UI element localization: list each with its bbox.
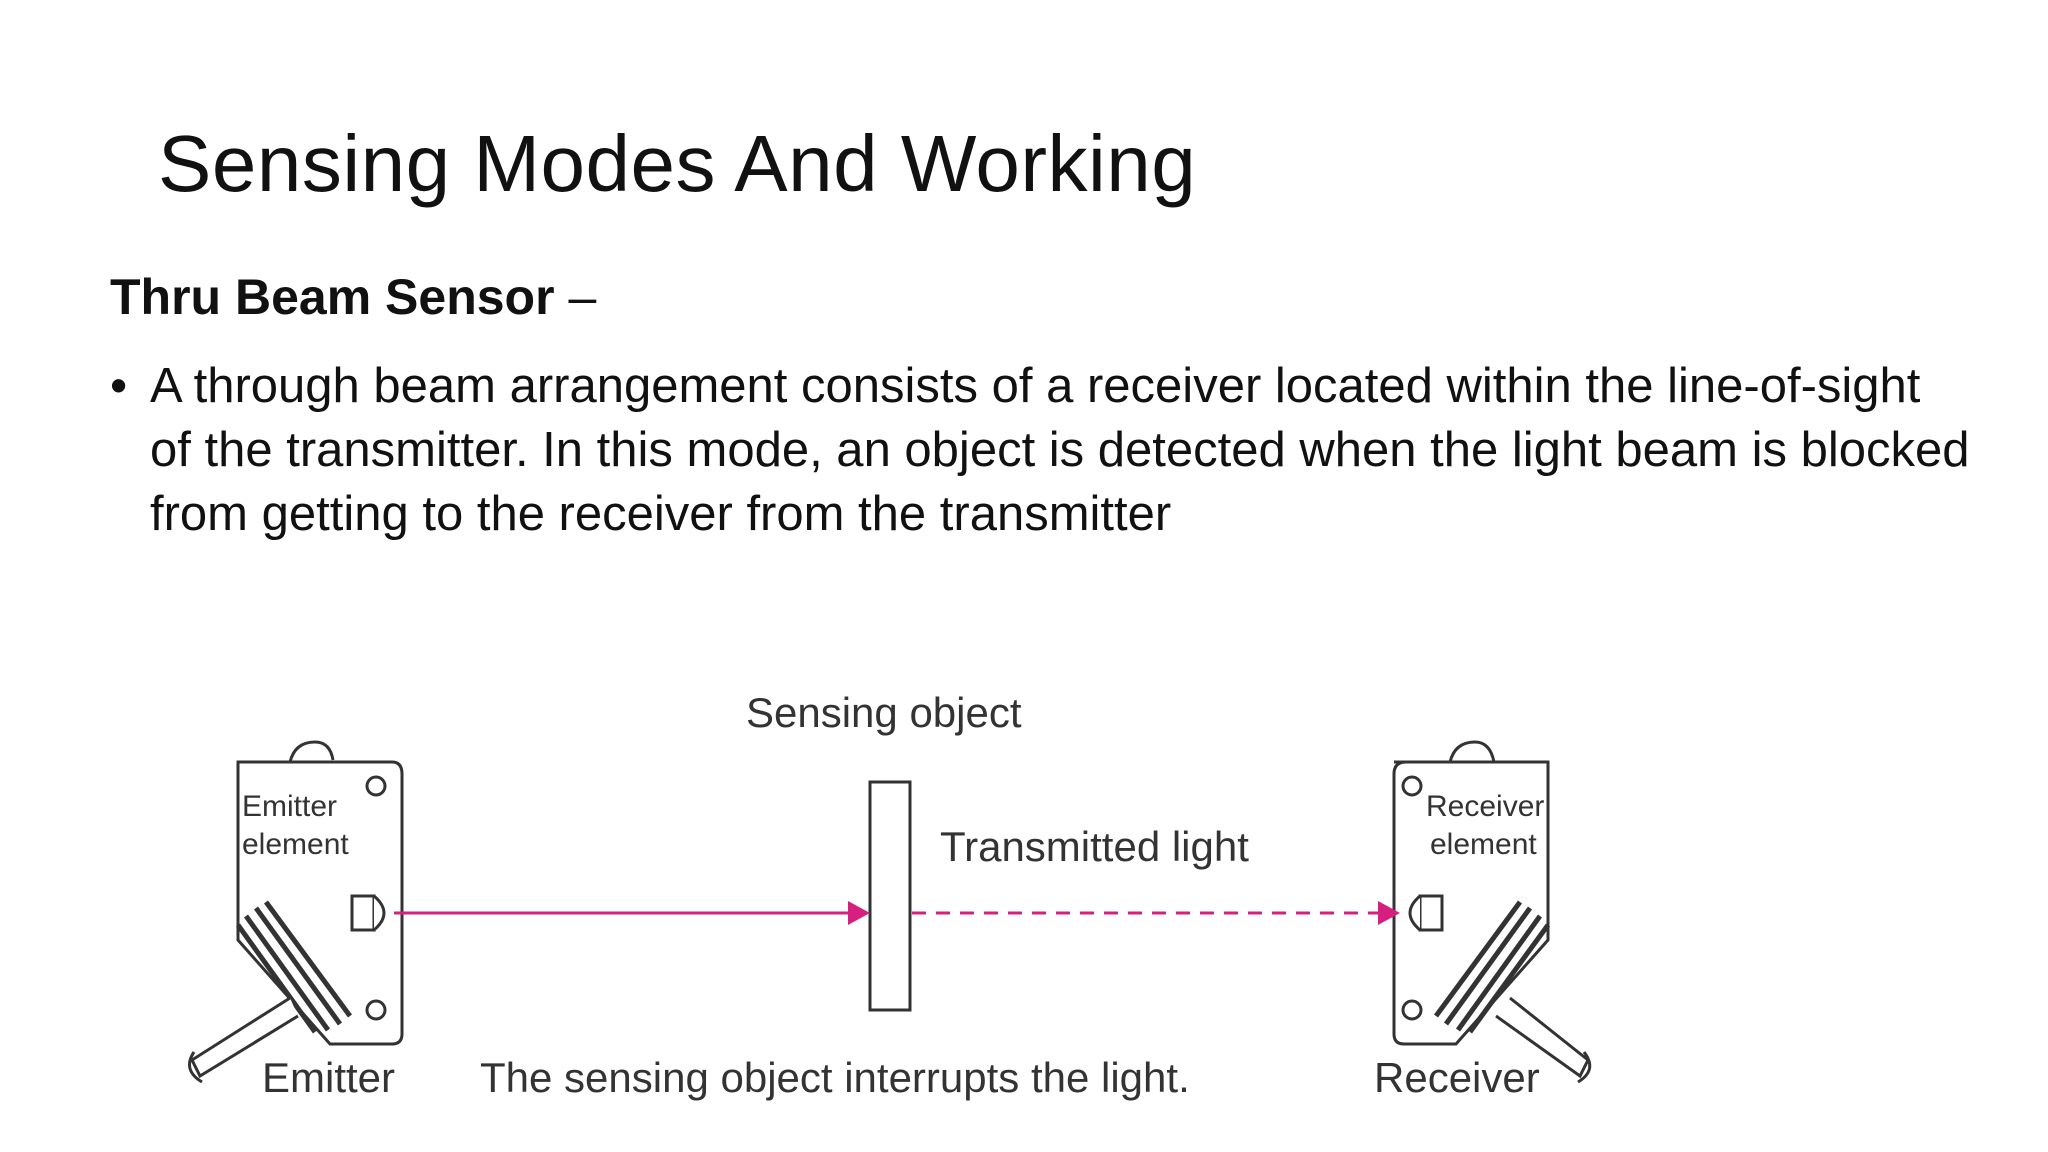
bullet-text: A through beam arrangement consists of a…: [150, 359, 1970, 541]
emitter-element-label-1: Emitter: [242, 790, 337, 823]
emitter-element-label-2: element: [242, 828, 349, 861]
sensing-object-plate: [868, 780, 912, 1012]
transmitted-light-label: Transmitted light: [940, 823, 1249, 870]
transmitted-beam-arrowhead: [1378, 901, 1400, 925]
slide-title: Sensing Modes And Working: [158, 119, 1197, 208]
section-heading: Thru Beam Sensor –: [110, 268, 596, 326]
caption-label: The sensing object interrupts the light.: [480, 1054, 1190, 1101]
sensing-object-label: Sensing object: [746, 689, 1022, 736]
emitted-beam-arrowhead: [848, 901, 870, 925]
receiver-device: [1392, 740, 1592, 1084]
section-heading-suffix: –: [554, 269, 597, 325]
receiver-label: Receiver: [1374, 1054, 1540, 1101]
bullet-item: • A through beam arrangement consists of…: [110, 354, 1970, 546]
receiver-element-label-1: Receiver: [1426, 790, 1544, 823]
section-heading-bold: Thru Beam Sensor: [110, 269, 555, 325]
emitter-device: [188, 740, 404, 1084]
bullet-marker: •: [110, 359, 128, 413]
emitter-label: Emitter: [262, 1054, 395, 1101]
thru-beam-diagram: Sensing object Emitter element Receiver …: [188, 689, 1592, 1101]
bullet-list: • A through beam arrangement consists of…: [110, 354, 1970, 546]
receiver-element-label-2: element: [1430, 828, 1537, 861]
